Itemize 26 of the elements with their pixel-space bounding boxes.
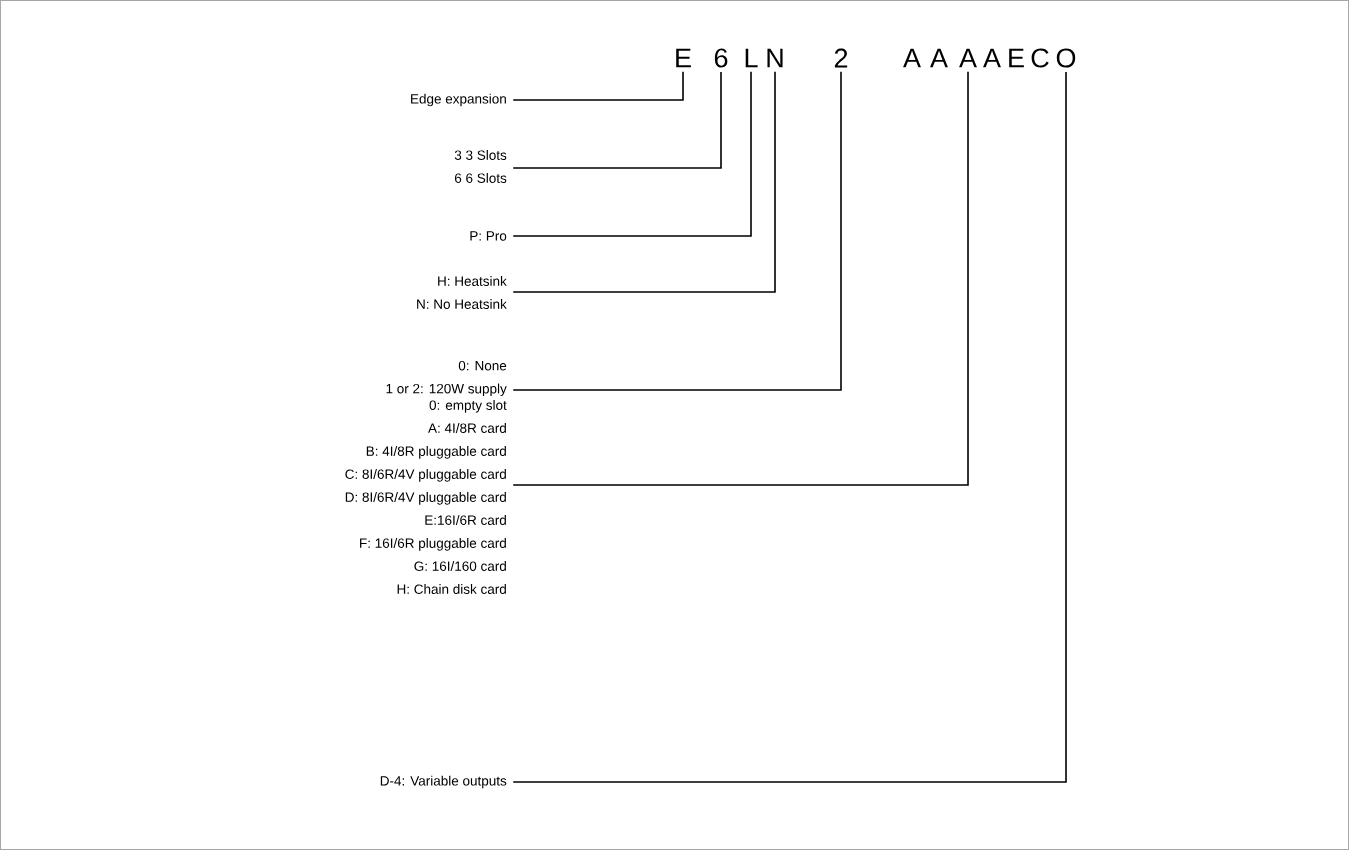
option-text: P: Pro <box>470 231 507 241</box>
leader-line <box>513 71 1067 783</box>
leader-line <box>513 71 776 293</box>
code-letter: A <box>959 48 977 68</box>
code-letter: 2 <box>834 48 848 68</box>
code-letter: L <box>745 48 758 68</box>
option-text: Edge expansion <box>411 93 506 107</box>
code-letter: E <box>676 48 691 68</box>
code-letter: O <box>1056 48 1076 68</box>
code-letter: C <box>1031 48 1049 68</box>
leader-line <box>513 71 969 486</box>
option-text: 0: empty slot A: 4I/8R card B: 4I/8R pluggable card C: 8I/6R/4V pluggable card D: 8I/6R/4V pluggable card E:16I/6R card F: 16I/6R pluggable card G: 16I/160 card H: Chain disk card <box>345 400 507 594</box>
code-letter: N <box>767 48 783 68</box>
option-text: 0: None 1 or 2: 120W supply <box>386 360 507 397</box>
leader-line <box>513 71 842 391</box>
leader-line <box>513 71 684 101</box>
option-text: D-4: Variable outputs <box>380 775 507 789</box>
code-letter: E <box>1009 48 1024 68</box>
code-letter: A <box>983 48 1001 68</box>
code-letter: 6 <box>714 48 728 68</box>
code-letter: A <box>930 48 948 68</box>
option-text: 3 3 Slots 6 6 Slots <box>454 150 507 183</box>
leader-line <box>513 71 752 237</box>
code-letter: A <box>903 48 921 68</box>
option-text: H: Heatsink N: No Heatsink <box>417 276 507 309</box>
leader-line <box>513 71 722 169</box>
